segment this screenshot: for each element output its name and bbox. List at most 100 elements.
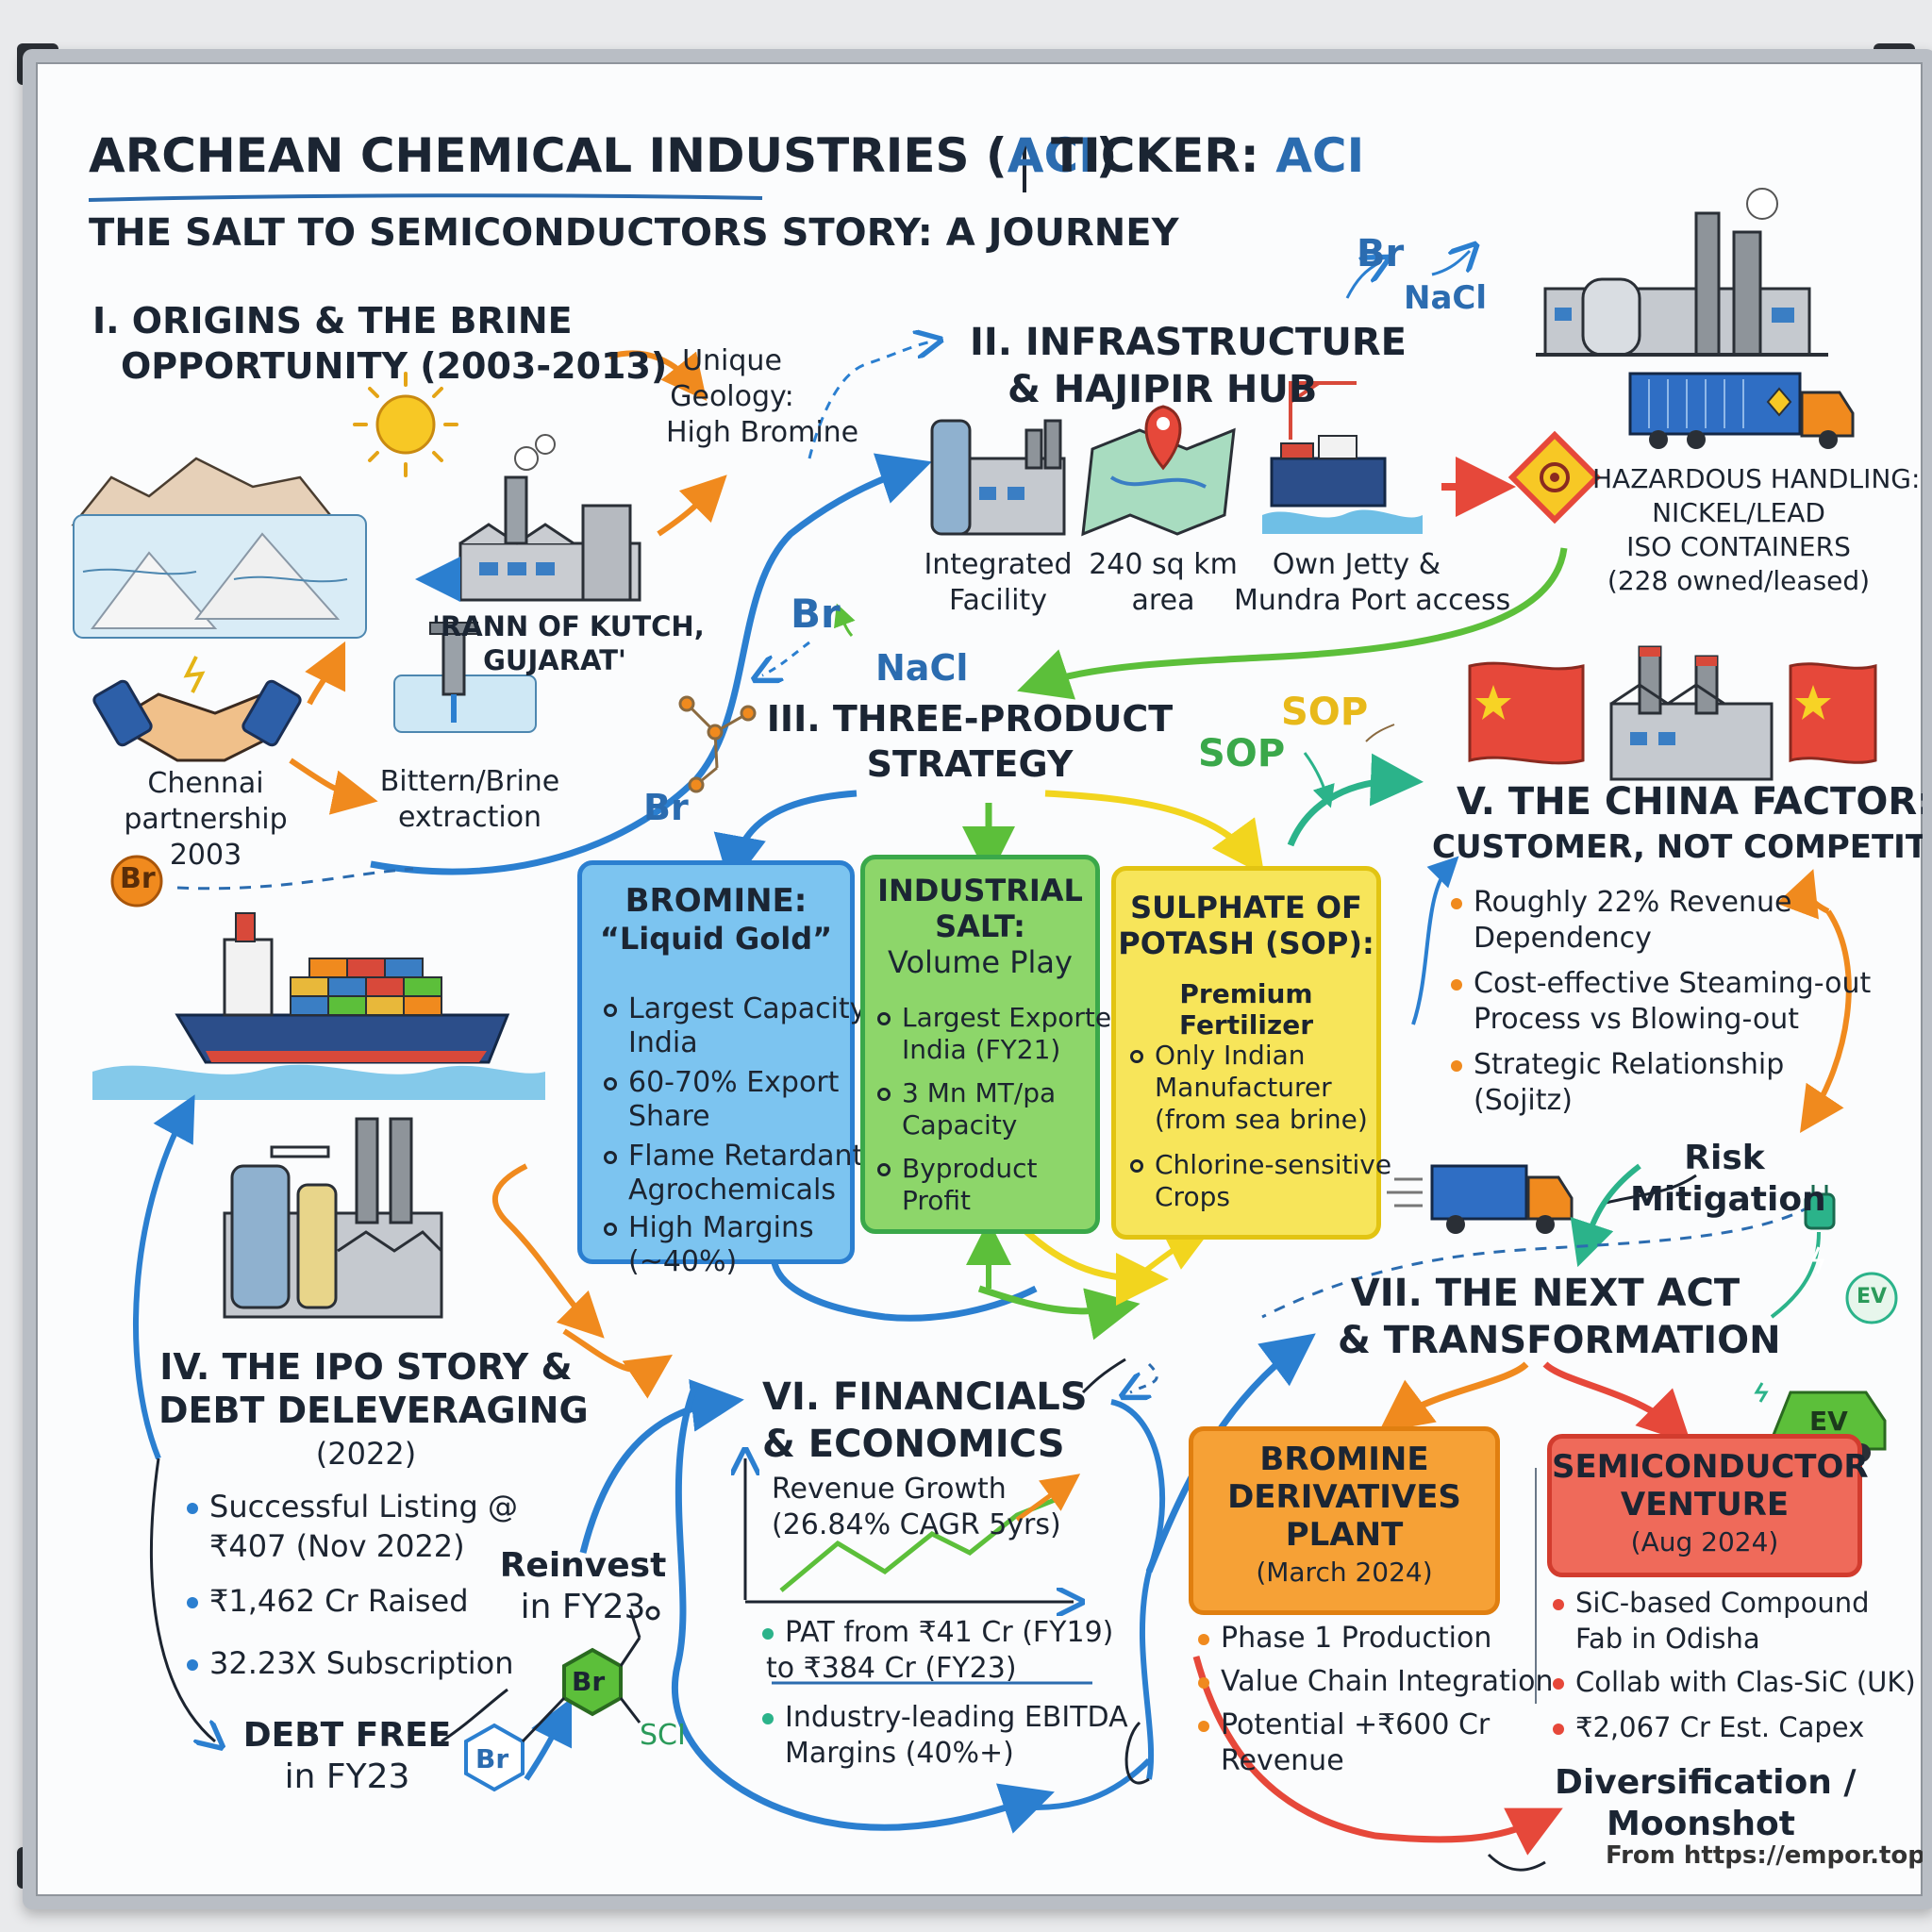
kutch-factory-icon [458, 434, 641, 602]
section-4-title-line1: IV. THE IPO STORY & [159, 1346, 573, 1388]
semi-bullet-2: Collab with Clas-SiC (UK) [1553, 1664, 1916, 1700]
salt-flats-scene [71, 457, 367, 639]
sop-heading-line2: POTASH (SOP): [1118, 925, 1374, 961]
hazard-line1: HAZARDOUS HANDLING: [1592, 463, 1921, 494]
section-1-title-line2: OPPORTUNITY (2003-2013) [121, 345, 668, 387]
diagram-drawings [71, 142, 1898, 1872]
semi-bullet-3: ₹2,067 Cr Est. Capex [1553, 1709, 1864, 1745]
section-7-title: VII. THE NEXT ACT & TRANSFORMATION [1338, 1270, 1781, 1364]
ipo-factory-icon [223, 1117, 443, 1319]
molecule-icon [678, 695, 757, 793]
biohazard-icon [1507, 430, 1602, 525]
ticker-label: TICKER: ACI [1051, 128, 1364, 183]
footer-source: From https://empor.top [1606, 1841, 1925, 1870]
bromine-derivatives-card: BROMINE DERIVATIVES PLANT (March 2024) [1189, 1426, 1500, 1615]
ipo-bullet-1: Successful Listing @₹407 (Nov 2022) [187, 1487, 518, 1566]
salt-heading-line3: Volume Play [888, 944, 1073, 980]
bromine-card-heading: BROMINE: “Liquid Gold” [582, 882, 850, 958]
derivatives-bullet-1: Phase 1 Production [1198, 1621, 1491, 1657]
risk-line1: Risk [1684, 1139, 1765, 1177]
br-label-left: Br [643, 787, 689, 828]
jetty-label: Own Jetty & Mundra Port access [1234, 547, 1511, 619]
section-6-title: VI. FINANCIALS & ECONOMICS [762, 1374, 1088, 1468]
whiteboard: ARCHEAN CHEMICAL INDUSTRIES (ACI) TICKER… [23, 49, 1932, 1909]
sop-label-yellow: SOP [1281, 691, 1369, 734]
section-5-title-line2: CUSTOMER, NOT COMPETITOR [1432, 828, 1932, 866]
title-text: ARCHEAN CHEMICAL INDUSTRIES ( [89, 128, 1008, 183]
section-2-title-line1: II. INFRASTRUCTURE [970, 321, 1407, 364]
hexagon-molecule-icon [464, 1606, 660, 1792]
section-4-title-line3: (2022) [315, 1436, 417, 1472]
br-label-top: Br [1357, 232, 1405, 275]
hexagon-sci: SCI [640, 1719, 686, 1752]
bromine-heading-line2: “Liquid Gold” [599, 921, 833, 957]
debt-free-label: DEBT FREE in FY23 [225, 1715, 470, 1798]
diversification-label: Diversification / Moonshot [1555, 1762, 1857, 1845]
reinvest-label: Reinvest in FY23 [489, 1545, 677, 1628]
revenue-line1: Revenue Growth [772, 1473, 1007, 1506]
bittern-line1: Bittern/Brine [379, 765, 560, 798]
section-6-title-line2: & ECONOMICS [762, 1423, 1065, 1466]
reinvest-line1: Reinvest [499, 1546, 667, 1585]
section-2-title: II. INFRASTRUCTURE & HAJIPIR HUB [970, 319, 1407, 413]
hazard-line2: NICKEL/LEAD [1652, 497, 1825, 528]
semi-line2: VENTURE [1620, 1486, 1790, 1524]
china-flag-right-icon [1789, 662, 1877, 764]
section-5-title-line1: V. THE CHINA FACTOR: [1457, 780, 1932, 824]
china-flag-left-icon [1468, 661, 1585, 765]
rann-of-kutch-label: 'RANN OF KUTCH, GUJARAT' [432, 609, 705, 677]
ipo-bullet-2: ₹1,462 Cr Raised [187, 1581, 469, 1621]
reinvest-line2: in FY23 [520, 1588, 646, 1626]
bromine-badge-label: Br [120, 862, 156, 895]
revenue-trend-line [779, 1493, 1065, 1592]
bromine-bullet-3: Flame Retardants,Agrochemicals [604, 1140, 887, 1208]
risk-mitigation-label: Risk Mitigation [1630, 1138, 1826, 1221]
iso-container-truck-icon [1628, 372, 1855, 449]
revenue-growth-chart [745, 1458, 1074, 1602]
derivatives-line1: BROMINE [1259, 1441, 1429, 1478]
sop-card-heading: SULPHATE OF POTASH (SOP): [1116, 890, 1376, 961]
ev-plug-icon [1770, 1185, 1836, 1319]
sop-heading-line1: SULPHATE OF [1130, 890, 1362, 925]
derivatives-line2: DERIVATIVES [1227, 1478, 1461, 1516]
ticker-label-text: TICKER: [1051, 128, 1259, 183]
pat-bullet: PAT from ₹41 Cr (FY19)to ₹384 Cr (FY23) [762, 1615, 1113, 1687]
section-4-title: IV. THE IPO STORY & DEBT DELEVERAGING (2… [158, 1345, 589, 1475]
section-4-title-line2: DEBT DELEVERAGING [158, 1390, 589, 1431]
china-bullet-3: Strategic Relationship(Sojitz) [1451, 1047, 1784, 1119]
title-acronym: ACI [1007, 128, 1096, 183]
rann-line2: GUJARAT' [483, 644, 626, 676]
chennai-partnership-label: Chennai partnership 2003 [111, 766, 300, 874]
section-3-title-line2: STRATEGY [866, 743, 1074, 785]
jetty-line2: Mundra Port access [1234, 584, 1511, 617]
revenue-line2: (26.84% CAGR 5yrs) [772, 1508, 1061, 1541]
bromine-badge-icon [110, 855, 163, 908]
diversification-line2: Moonshot [1607, 1805, 1795, 1843]
derivatives-bullet-2: Value Chain Integration [1198, 1664, 1553, 1700]
risk-line2: Mitigation [1630, 1180, 1826, 1219]
page-subtitle: THE SALT TO SEMICONDUCTORS STORY: A JOUR… [89, 211, 1179, 255]
hexagon-br-blue: Br [475, 1743, 509, 1774]
section-5-title: V. THE CHINA FACTOR: CUSTOMER, NOT COMPE… [1432, 779, 1932, 870]
derivatives-card-heading: BROMINE DERIVATIVES PLANT (March 2024) [1193, 1441, 1495, 1591]
integrated-facility-label: Integrated Facility [913, 547, 1083, 619]
section-7-title-line2: & TRANSFORMATION [1338, 1319, 1781, 1362]
salt-heading-line1: INDUSTRIAL [877, 873, 1083, 908]
ticker-value: ACI [1275, 128, 1365, 183]
section-3-title-line1: III. THREE-PRODUCT [766, 698, 1174, 740]
section-2-title-line2: & HAJIPIR HUB [1008, 368, 1318, 411]
derivatives-line4: (March 2024) [1256, 1557, 1433, 1588]
semi-line3: (Aug 2024) [1630, 1526, 1779, 1557]
salt-card-heading: INDUSTRIAL SALT: Volume Play [865, 873, 1095, 980]
chennai-line2: partnership [124, 803, 288, 836]
facility-line2: Facility [949, 584, 1047, 617]
